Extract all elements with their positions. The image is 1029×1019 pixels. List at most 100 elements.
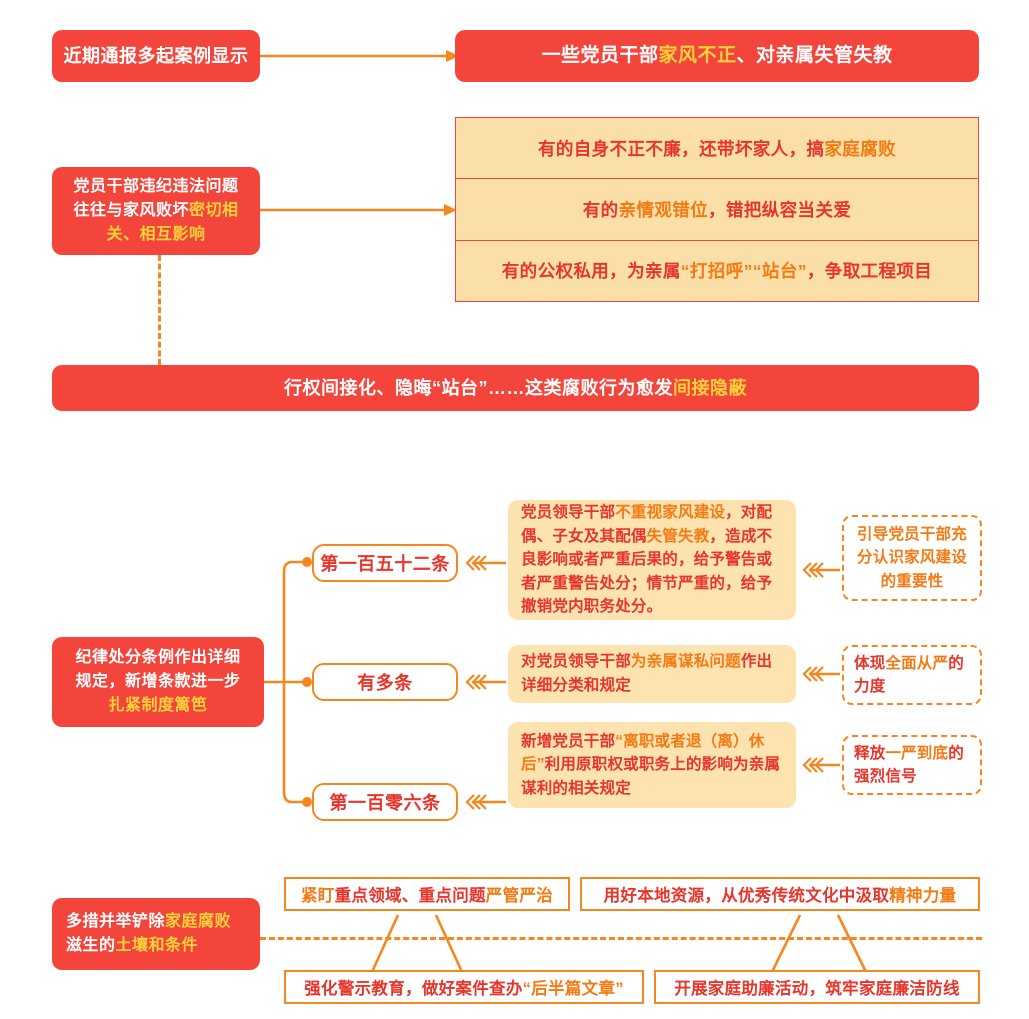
e2-hl1: 全面从严: [885, 654, 949, 672]
conclusion-highlight: 间接隐蔽: [673, 377, 747, 398]
source-box-label: 近期通报多起案例显示: [63, 45, 249, 66]
article-detail-card-1: 党员领导干部不重视家风建设，对配偶、子女及其配偶失管失教，造成不良影响或者严重后…: [508, 500, 796, 620]
e3-seg2: 的强烈信号: [854, 744, 964, 785]
article-pill-1-label: 第一百五十二条: [320, 554, 450, 574]
meas-root-highlight1: 家庭腐败: [165, 913, 232, 930]
cause-line3: 关、相互影响: [106, 223, 205, 247]
chevron-arrow-effect-to-detail-2: [802, 666, 840, 682]
effect-2-text: 体现全面从严的力度: [854, 652, 970, 699]
d1-hl1: 不重视家风建设: [615, 504, 726, 522]
d3-seg2: 利用原职权或职务上的影响为亲属谋利的相关规定: [521, 756, 781, 797]
article-detail-2-text: 对党员领导干部为亲属谋私问题作出详细分类和规定: [521, 650, 783, 697]
e3-hl1: 一严到底: [885, 744, 949, 762]
row1-hl: 家庭腐败: [824, 138, 896, 159]
row3-b: ，争取工程项目: [806, 261, 933, 282]
connector-bracket-tree: [264, 557, 312, 807]
measures-spine: [260, 937, 982, 940]
measures-diagonal-connectors: [370, 914, 868, 973]
row3-a: 有的公权私用，为亲属: [501, 261, 681, 282]
measure-strip-2: 用好本地资源，从优秀传统文化中汲取精神力量: [580, 877, 980, 911]
effect-card-1: 引导党员干部充分认识家风建设的重要性: [842, 515, 982, 601]
reg-root-line2: 规定，新增条款进一步: [75, 670, 240, 694]
article-pill-3[interactable]: 第一百零六条: [312, 783, 458, 821]
meas-root-line1: 多措并举铲除家庭腐败: [66, 910, 231, 934]
article-pill-1[interactable]: 第一百五十二条: [312, 544, 458, 582]
article-detail-card-2: 对党员领导干部为亲属谋私问题作出详细分类和规定: [508, 645, 796, 703]
effect-1-text: 引导党员干部充分认识家风建设的重要性: [857, 526, 967, 590]
table-row: 有的自身不正不廉，还带坏家人，搞家庭腐败: [456, 118, 978, 178]
measures-root-box: 多措并举铲除家庭腐败 滋生的土壤和条件: [52, 898, 260, 970]
d2-seg2: 作出详细分类和规定: [521, 653, 773, 694]
m3-hl2: “后半篇文章”: [522, 980, 624, 998]
meas-root-part1: 多措并举铲除: [66, 913, 166, 930]
d3-hl1: “离职或者退（离）休后”: [521, 732, 765, 774]
article-detail-card-3: 新增党员干部“离职或者退（离）休后”利用原职权或职务上的影响为亲属谋利的相关规定: [508, 722, 796, 808]
regulation-root-box: 纪律处分条例作出详细 规定，新增条款进一步 扎紧制度篱笆: [52, 637, 264, 727]
reg-root-line1: 纪律处分条例作出详细: [75, 646, 240, 670]
examples-table: 有的自身不正不廉，还带坏家人，搞家庭腐败 有的亲情观错位，错把纵容当关爱 有的公…: [455, 117, 979, 302]
e2-seg1: 体现: [854, 654, 886, 672]
measure-strip-3: 强化警示教育，做好案件查办“后半篇文章”: [284, 970, 644, 1004]
cause-line2: 往往与家风败坏密切相: [73, 199, 238, 223]
article-detail-3-text: 新增党员干部“离职或者退（离）休后”利用原职权或职务上的影响为亲属谋利的相关规定: [521, 730, 783, 801]
measure-strip-1: 紧盯重点领域、重点问题严管严治: [284, 877, 570, 911]
cause-line1: 党员干部违纪违法问题: [73, 175, 238, 199]
row2-hl: 亲情观错位: [618, 199, 709, 220]
m3-mid: 强化警示教育，做好案件查办: [304, 980, 523, 998]
connector-cause-to-conclusion: [158, 255, 161, 365]
chevron-arrow-effect-to-detail-1: [802, 562, 840, 578]
row3-hl: “打招呼”“站台”: [680, 261, 807, 282]
d2-seg1: 对党员领导干部: [521, 653, 631, 671]
m1-hl1: 紧盯: [300, 887, 335, 905]
connector-source-to-headline: [260, 50, 459, 62]
m1-hl2: 严管严治: [485, 887, 553, 905]
effect-3-text: 释放一严到底的强烈信号: [854, 742, 970, 789]
chevron-arrow-detail-to-pill-1: [465, 555, 506, 571]
row2-b: ，错把纵容当关爱: [708, 199, 852, 220]
source-box: 近期通报多起案例显示: [52, 30, 260, 82]
m1-mid: 重点领域、重点问题: [334, 887, 486, 905]
e3-seg1: 释放: [854, 744, 886, 762]
effect-card-3: 释放一严到底的强烈信号: [842, 735, 982, 795]
reg-root-part2: 规定，新增条款进一步: [75, 673, 241, 690]
connector-cause-to-table: [260, 204, 457, 216]
headline-part2: 、对亲属失管失教: [736, 44, 893, 66]
article-pill-2[interactable]: 有多条: [312, 663, 458, 701]
d2-hl1: 为亲属谋私问题: [630, 653, 741, 671]
e2-seg2: 的力度: [854, 654, 964, 695]
reg-root-highlight: 扎紧制度篱笆: [108, 697, 208, 714]
meas-root-line2: 滋生的土壤和条件: [66, 934, 198, 958]
reg-root-part1: 纪律处分条例作出详细: [75, 649, 241, 666]
headline-banner: 一些党员干部家风不正、对亲属失管失教: [455, 30, 979, 82]
d1-hl2: 失管失教: [646, 527, 710, 545]
table-row: 有的公权私用，为亲属“打招呼”“站台”，争取工程项目: [456, 239, 978, 301]
chevron-arrow-detail-to-pill-2: [465, 674, 506, 690]
cause-box: 党员干部违纪违法问题 往往与家风败坏密切相 关、相互影响: [52, 167, 260, 255]
article-detail-1-text: 党员领导干部不重视家风建设，对配偶、子女及其配偶失管失教，造成不良影响或者严重后…: [521, 501, 783, 619]
d3-seg1: 新增党员干部: [521, 732, 616, 750]
m4-mid: 开展家庭助廉活动，筑牢家庭廉洁防线: [674, 980, 960, 998]
cause-part2: 往往与家风败坏: [73, 202, 189, 219]
headline-highlight: 家风不正: [658, 44, 737, 66]
cause-part1: 党员干部违纪违法问题: [73, 178, 239, 195]
meas-root-highlight2: 土壤和条件: [115, 937, 199, 954]
conclusion-banner: 行权间接化、隐晦“站台”……这类腐败行为愈发间接隐蔽: [52, 365, 979, 411]
chevron-arrow-detail-to-pill-3: [465, 794, 506, 810]
headline-part1: 一些党员干部: [541, 44, 659, 66]
d1-seg1: 党员领导干部: [521, 504, 616, 522]
conclusion-part1: 行权间接化、隐晦“站台”……这类腐败行为愈发: [284, 377, 673, 398]
effect-card-2: 体现全面从严的力度: [842, 645, 982, 705]
meas-root-part2: 滋生的: [66, 937, 116, 954]
reg-root-line3: 扎紧制度篱笆: [108, 694, 207, 718]
cause-highlight1: 密切相: [189, 202, 239, 219]
article-pill-2-label: 有多条: [357, 673, 413, 693]
row1-a: 有的自身不正不廉，还带坏家人，搞: [537, 138, 825, 159]
m2-hl2: 精神力量: [889, 887, 957, 905]
row2-a: 有的: [582, 199, 619, 220]
article-pill-3-label: 第一百零六条: [329, 793, 441, 813]
m2-mid: 用好本地资源，从优秀传统文化中汲取: [603, 887, 890, 905]
chevron-arrow-effect-to-detail-3: [802, 757, 840, 773]
d1-seg3: ，造成不良影响或者严重后果的，给予警告或者严重警告处分；情节严重的，给予撤销党内…: [521, 527, 773, 616]
measure-strip-4: 开展家庭助廉活动，筑牢家庭廉洁防线: [654, 970, 980, 1004]
